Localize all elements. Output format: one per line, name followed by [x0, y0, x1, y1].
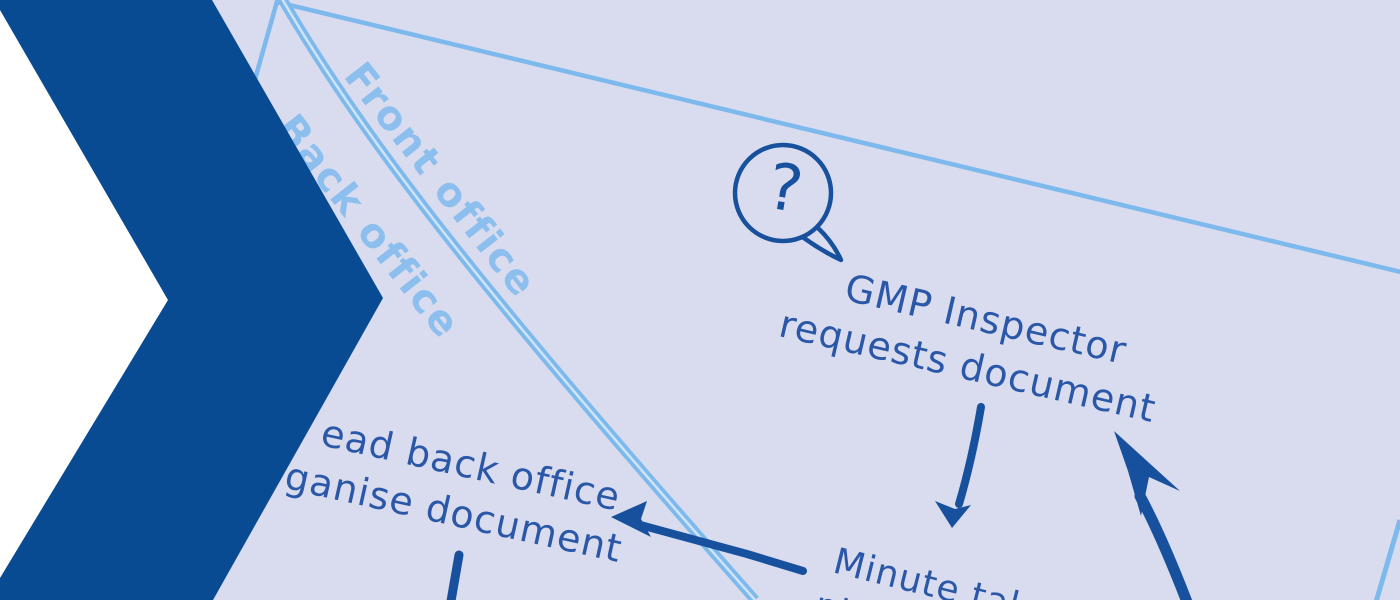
page-top-edge-line [276, 0, 1400, 275]
page-left-edge-line [249, 0, 280, 91]
arrow-down-icon [935, 403, 985, 528]
arrow-stub-down-icon [446, 550, 464, 600]
lane-divider-gap [281, 0, 756, 600]
chevron-icon [0, 0, 383, 600]
page-right-edge-line [1373, 519, 1400, 600]
question-bubble-icon [732, 142, 844, 263]
arrow-left-icon [611, 501, 807, 575]
chevron-notch [0, 10, 168, 578]
arrow-up-right-icon [1114, 431, 1193, 600]
